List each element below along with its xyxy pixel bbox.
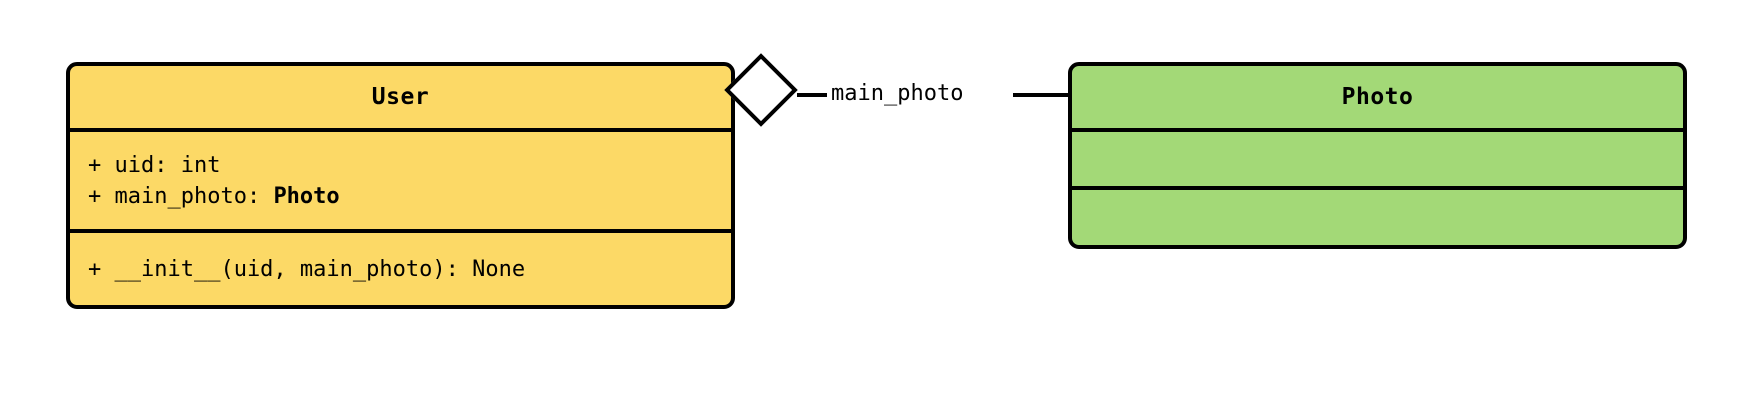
relationship-line-right-segment bbox=[1013, 93, 1068, 97]
class-attributes-compartment-photo bbox=[1072, 128, 1683, 186]
class-operations-compartment-user: + __init__(uid, main_photo): None bbox=[70, 229, 731, 305]
relationship-label: main_photo bbox=[827, 80, 968, 108]
attribute-text: + main_photo: bbox=[88, 183, 274, 209]
class-attributes-compartment-user: + uid: int + main_photo: Photo bbox=[70, 128, 731, 229]
class-box-user[interactable]: User + uid: int + main_photo: Photo + __… bbox=[66, 62, 735, 309]
class-name-photo: Photo bbox=[1341, 84, 1414, 110]
class-box-photo[interactable]: Photo bbox=[1068, 62, 1687, 249]
attribute-row: + uid: int bbox=[88, 150, 713, 181]
aggregation-diamond-icon bbox=[724, 53, 798, 127]
attribute-row: + main_photo: Photo bbox=[88, 181, 713, 212]
class-title-compartment-user: User bbox=[70, 66, 731, 128]
class-operations-compartment-photo bbox=[1072, 186, 1683, 245]
attribute-text: + uid: int bbox=[88, 152, 221, 178]
relationship-line-left-segment bbox=[797, 93, 833, 97]
attribute-type-emphasis: Photo bbox=[273, 183, 340, 209]
operation-row: + __init__(uid, main_photo): None bbox=[88, 256, 526, 282]
class-title-compartment-photo: Photo bbox=[1072, 66, 1683, 128]
class-name-user: User bbox=[371, 84, 430, 110]
